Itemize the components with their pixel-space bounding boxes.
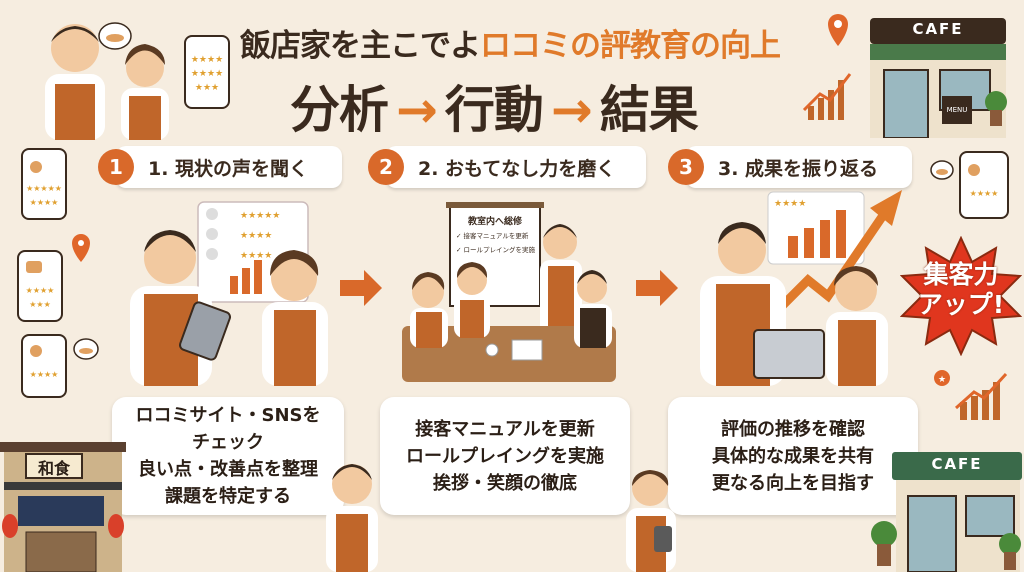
svg-text:★★★★★: ★★★★★ (26, 184, 62, 193)
card-2-line-3: 挨拶・笑顔の徹底 (433, 472, 577, 494)
svg-text:★★★: ★★★ (29, 300, 51, 309)
staff-bottom-right (626, 470, 676, 572)
flow-heading: 分析→行動→結果 (290, 70, 699, 142)
flow-arrow-icon: → (550, 81, 593, 139)
step-1-card: ロコミサイト・SNSを チェック 良い点・改善点を整理 課題を特定する (112, 397, 344, 515)
review-phones-illustration: ★★★★★★★★★ ★★★★★★★ ★★★★ (17, 148, 99, 398)
svg-text:★★★★: ★★★★ (240, 251, 272, 261)
menu-board: MENU (942, 96, 972, 124)
svg-text:★★★★: ★★★★ (240, 231, 272, 241)
check-icon: ✓ (456, 246, 462, 254)
card-3-line-3: 更なる向上を目指す (712, 472, 874, 494)
check-icon: ✓ (456, 232, 462, 240)
phone-review-icon: ★★★★ ★★★★ ★★★ (184, 35, 230, 109)
tablet-icon (654, 526, 672, 552)
step-3-header: 3 3. 成果を振り返る (668, 146, 912, 188)
card-3-line-1: 評価の推移を確認 (721, 418, 865, 440)
table-icon (402, 326, 616, 382)
plant-icon (985, 91, 1007, 126)
svg-text:★★★★: ★★★★ (30, 370, 59, 379)
step-3-label: 3. 成果を振り返る (718, 157, 879, 180)
lantern-icon (2, 514, 18, 538)
shop-staff-illustration: ★★★★ ★★★★ ★★★ (45, 22, 230, 140)
whiteboard-item-1-text: 接客マニュアルを更新 (463, 232, 529, 240)
starburst-badge (900, 236, 1022, 356)
svg-text:★★★★: ★★★★ (970, 189, 999, 198)
flow-analysis: 分析 (290, 81, 389, 139)
laptop-icon (753, 329, 825, 379)
growth-chart-icon: ★★★★ (767, 191, 865, 265)
plant-icon (999, 533, 1021, 570)
cafe-sign-top: CAFE (912, 20, 964, 38)
tablet-icon (179, 301, 231, 361)
step-3-card: 評価の推移を確認 具体的な成果を共有 更なる向上を目指す (668, 397, 918, 515)
burst-line-1: 集客力 (923, 260, 999, 289)
step-3-number: 3 (668, 149, 704, 185)
process-arrow-icon (340, 270, 382, 306)
cafe-sign-bottom: CAFE (931, 455, 983, 473)
svg-text:★★★★★: ★★★★★ (240, 211, 280, 221)
flow-result: 結果 (599, 81, 699, 139)
scene-3-results: ★★★★ (700, 190, 902, 386)
burst-line-2: アップ! (917, 290, 1005, 319)
svg-text:★★★★: ★★★★ (191, 69, 223, 79)
card-1-line-4: 課題を特定する (165, 486, 291, 507)
step-2-number: 2 (368, 149, 404, 185)
step-1-label: 1. 現状の声を聞く (148, 157, 309, 180)
food-bowl-icon (73, 338, 99, 360)
plant-icon (871, 521, 897, 566)
svg-text:★: ★ (938, 375, 946, 385)
staff-bottom-left (326, 464, 378, 572)
step-2-header: 2 2. おもてなし力を磨く (368, 146, 646, 188)
svg-text:★★★★: ★★★★ (26, 286, 55, 295)
growth-chart-icon (802, 73, 852, 120)
growth-chart-icon: ★ (934, 370, 1008, 420)
flow-action: 行動 (444, 81, 544, 139)
whiteboard-item-2-text: ロールプレイングを実施 (463, 246, 536, 254)
flow-arrow-icon: → (396, 81, 438, 139)
washoku-sign: 和食 (37, 459, 70, 478)
step-2-card: 接客マニュアルを更新 ロールプレイングを実施 挨拶・笑顔の徹底 (380, 397, 630, 515)
lantern-icon (108, 514, 124, 538)
card-1-line-2: チェック (192, 432, 264, 453)
whiteboard-item-1: ✓ 接客マニュアルを更新 (456, 230, 528, 240)
card-1-line-1: ロコミサイト・SNSを (135, 405, 321, 426)
washoku-shop-illustration (0, 442, 126, 572)
whiteboard-item-2: ✓ ロールプレイングを実施 (456, 244, 535, 254)
scene-2-training (402, 202, 616, 382)
card-3-line-2: 具体的な成果を共有 (712, 445, 874, 467)
title-highlight: ロコミの評教育の向上 (480, 28, 781, 64)
phone-review-icon: ★★★★ (21, 334, 67, 398)
step-2-label: 2. おもてなし力を磨く (418, 157, 616, 180)
cafe-bottom-illustration (871, 452, 1022, 572)
card-2-line-1: 接客マニュアルを更新 (415, 418, 595, 440)
whiteboard-title: 教室内へ総修 (467, 217, 522, 227)
food-bowl-icon (930, 160, 954, 180)
page-title: 飯店家を主こでよロコミの評教育の向上 (240, 20, 781, 65)
speech-bubble-food-icon (98, 22, 132, 50)
card-1-line-3: 良い点・改善点を整理 (138, 459, 318, 480)
card-2-line-2: ロールプレイングを実施 (406, 445, 604, 467)
title-part-1: 飯店家を主こでよ (240, 28, 481, 64)
phone-review-icon: ★★★★★★★ (17, 250, 63, 322)
burst-text: 集客力 アップ! (908, 260, 1014, 320)
step-1-number: 1 (98, 149, 134, 185)
scene-1-review-check: ★★★★★ ★★★★ ★★★★ (130, 201, 328, 386)
map-pin-icon (828, 14, 848, 46)
map-pin-icon (72, 234, 90, 262)
step-1-header: 1 1. 現状の声を聞く (98, 146, 342, 188)
phones-right-illustration: ★★★★ (930, 151, 1009, 219)
phone-review-icon: ★★★★ (959, 151, 1009, 219)
svg-text:★★★★: ★★★★ (191, 55, 223, 65)
svg-text:★★★★: ★★★★ (774, 199, 806, 209)
phone-review-icon: ★★★★★★★★★ (21, 148, 67, 220)
process-arrow-icon (636, 270, 678, 306)
svg-text:★★★: ★★★ (195, 83, 219, 93)
svg-text:★★★★: ★★★★ (30, 198, 59, 207)
